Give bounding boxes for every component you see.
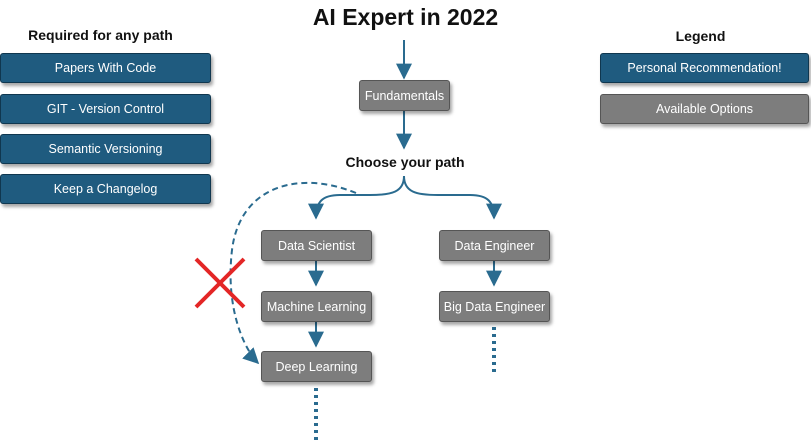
data-engineer-node: Data Engineer xyxy=(439,230,550,261)
machine-learning-node: Machine Learning xyxy=(261,291,372,322)
big-data-engineer-node: Big Data Engineer xyxy=(439,291,550,322)
semantic-versioning-node: Semantic Versioning xyxy=(0,134,211,164)
data-scientist-node: Data Scientist xyxy=(261,230,372,261)
legend-available-options: Available Options xyxy=(600,94,809,124)
cross-mark-icon xyxy=(194,257,246,309)
diagram-title: AI Expert in 2022 xyxy=(312,4,499,30)
legend-heading: Legend xyxy=(675,28,726,44)
fundamentals-node: Fundamentals xyxy=(359,80,450,111)
skip-ml-dashed-arrow xyxy=(229,181,357,365)
deep-learning-node: Deep Learning xyxy=(261,351,372,382)
git-version-control-node: GIT - Version Control xyxy=(0,94,211,124)
papers-with-code-node: Papers With Code xyxy=(0,53,211,83)
legend-personal-recommendation: Personal Recommendation! xyxy=(600,53,809,83)
required-heading: Required for any path xyxy=(28,27,173,43)
keep-a-changelog-node: Keep a Changelog xyxy=(0,174,211,204)
choose-path-label: Choose your path xyxy=(345,154,465,170)
choose-branch-curly xyxy=(308,175,502,220)
